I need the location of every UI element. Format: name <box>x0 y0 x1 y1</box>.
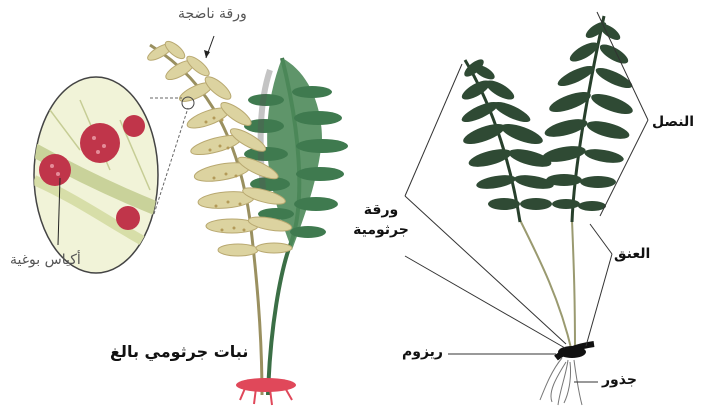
dark-frond-left <box>459 56 555 222</box>
mature-leaf-label: ورقة ناضجة <box>178 6 247 22</box>
sporophyte-leaf-label: ورقة جرثومية <box>350 200 412 240</box>
sporangia-label: أكياس بوغية <box>10 252 81 268</box>
rhizome-label: ريزوم <box>402 344 443 360</box>
pinnae-label: النصل <box>652 114 694 130</box>
roots-label: جذور <box>602 372 637 388</box>
petiole-label: العنق <box>614 246 650 262</box>
red-roots <box>236 378 296 405</box>
leader-lines-right <box>405 12 648 382</box>
dark-frond-right <box>541 16 635 222</box>
adult-sporophyte-label: نبات جرثومي بالغ <box>110 342 248 361</box>
